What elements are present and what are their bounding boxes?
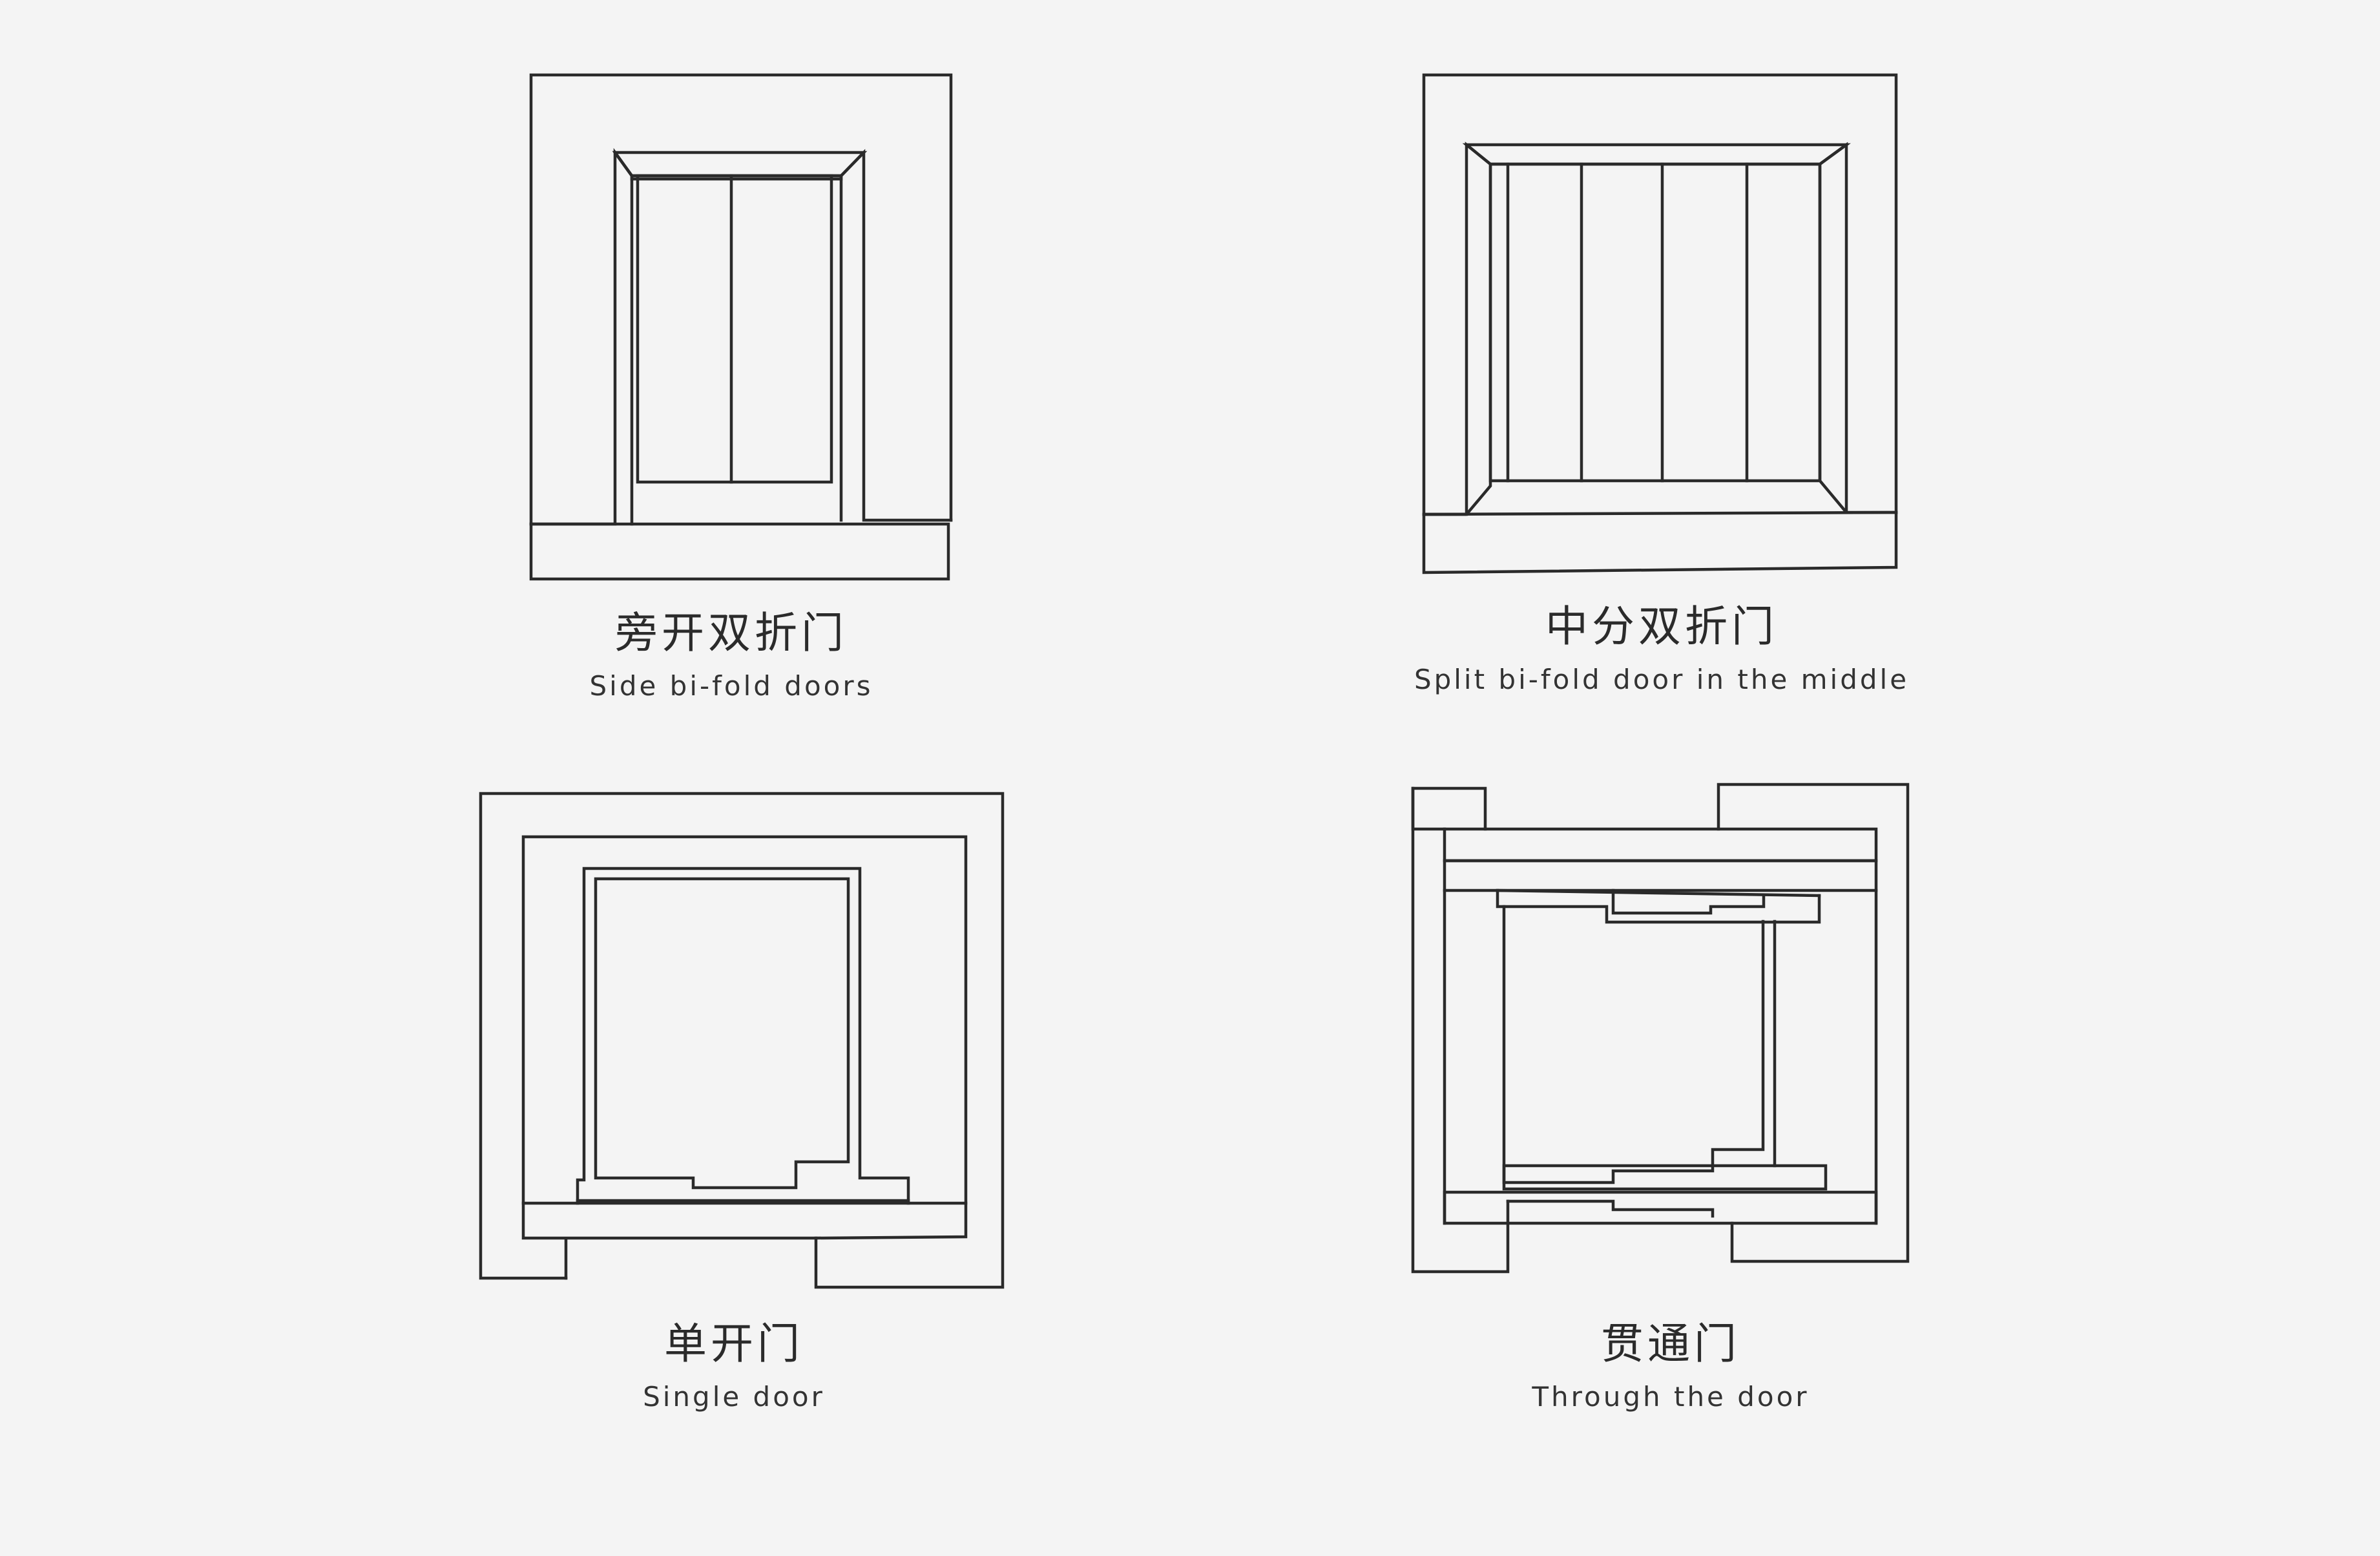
side-bi-fold-door-drawing [529,73,953,581]
caption-single-door: 单开门 Single door [443,1318,1025,1416]
caption-en: Side bi-fold doors [589,670,873,702]
caption-through-door: 贯通门 Through the door [1380,1318,1961,1416]
caption-split-bi-fold: 中分双折门 Split bi-fold door in the middle [1371,601,1952,699]
split-bi-fold-door-drawing [1422,73,1898,574]
through-door-drawing [1411,783,1910,1274]
caption-en: Split bi-fold door in the middle [1414,664,1910,695]
caption-zh: 中分双折门 [1545,602,1778,651]
caption-zh: 旁开双折门 [615,608,848,658]
caption-en: Through the door [1532,1381,1810,1413]
single-door-drawing [479,792,1005,1289]
caption-zh: 贯通门 [1601,1319,1740,1369]
caption-side-bi-fold: 旁开双折门 Side bi-fold doors [441,607,1022,706]
caption-en: Single door [643,1381,825,1413]
caption-zh: 单开门 [664,1319,804,1369]
